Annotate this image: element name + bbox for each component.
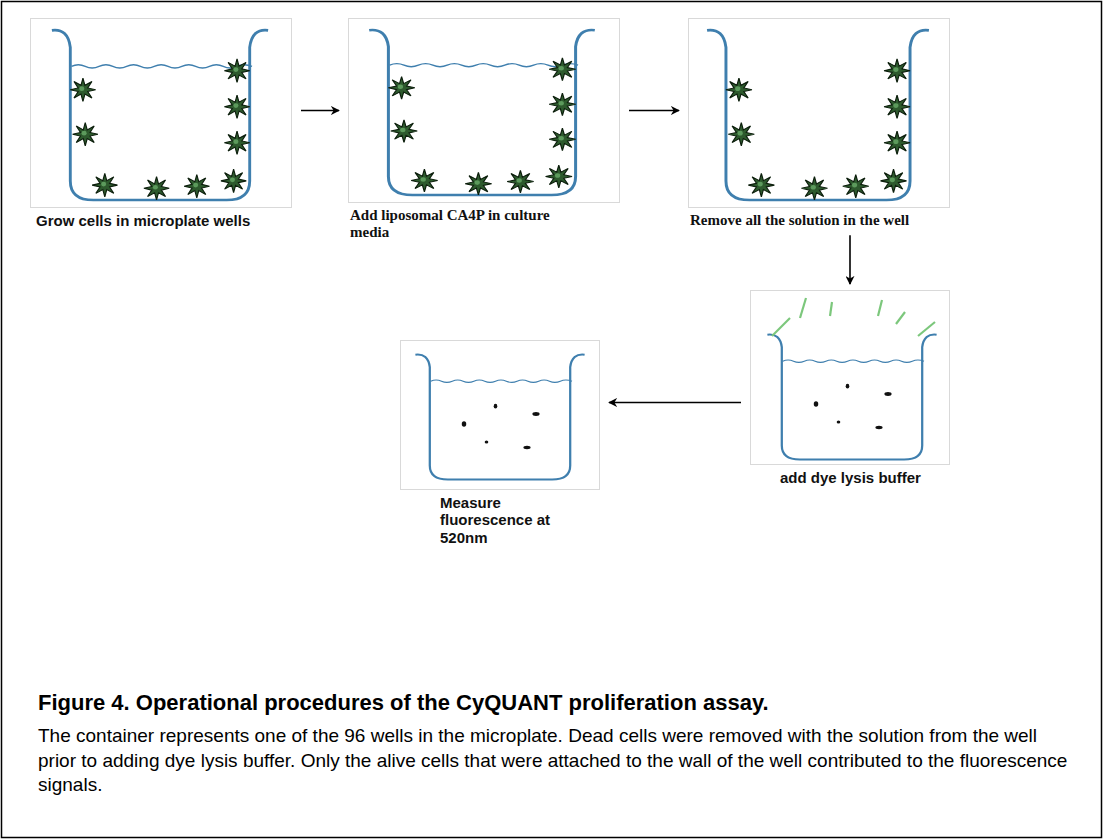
panel-frame — [688, 18, 950, 208]
well-panel: Add liposomal CA4P in culture media — [348, 18, 620, 242]
step-label: add dye lysis buffer — [780, 469, 950, 486]
well-1 — [52, 30, 268, 200]
panel-frame — [400, 340, 600, 490]
well-panel: add dye lysis buffer — [750, 290, 950, 486]
step-label: Add liposomal CA4P in culture media — [350, 207, 565, 242]
well-panel: Grow cells in microplate wells — [30, 18, 292, 229]
step-arrow — [849, 235, 851, 284]
step-label: Measure fluorescence at 520nm — [440, 494, 570, 546]
step-label: Remove all the solution in the well — [690, 212, 920, 229]
step-arrow — [609, 402, 741, 404]
step-label: Grow cells in microplate wells — [36, 212, 291, 229]
dye-rays — [772, 298, 935, 336]
well-4 — [767, 335, 936, 460]
well-2 — [369, 30, 595, 195]
well-panel: Measure fluorescence at 520nm — [400, 340, 600, 546]
panel-frame — [30, 18, 292, 208]
panel-frame — [750, 290, 950, 465]
step-arrow — [301, 110, 339, 112]
caption-block: Figure 4. Operational procedures of the … — [38, 690, 1078, 798]
panel-frame — [348, 18, 620, 203]
well-3 — [707, 30, 929, 200]
figure-caption: The container represents one of the 96 w… — [38, 724, 1078, 798]
figure-title: Figure 4. Operational procedures of the … — [38, 690, 1078, 716]
well-panel: Remove all the solution in the well — [688, 18, 950, 229]
well-5 — [415, 355, 584, 480]
step-arrow — [629, 110, 679, 112]
